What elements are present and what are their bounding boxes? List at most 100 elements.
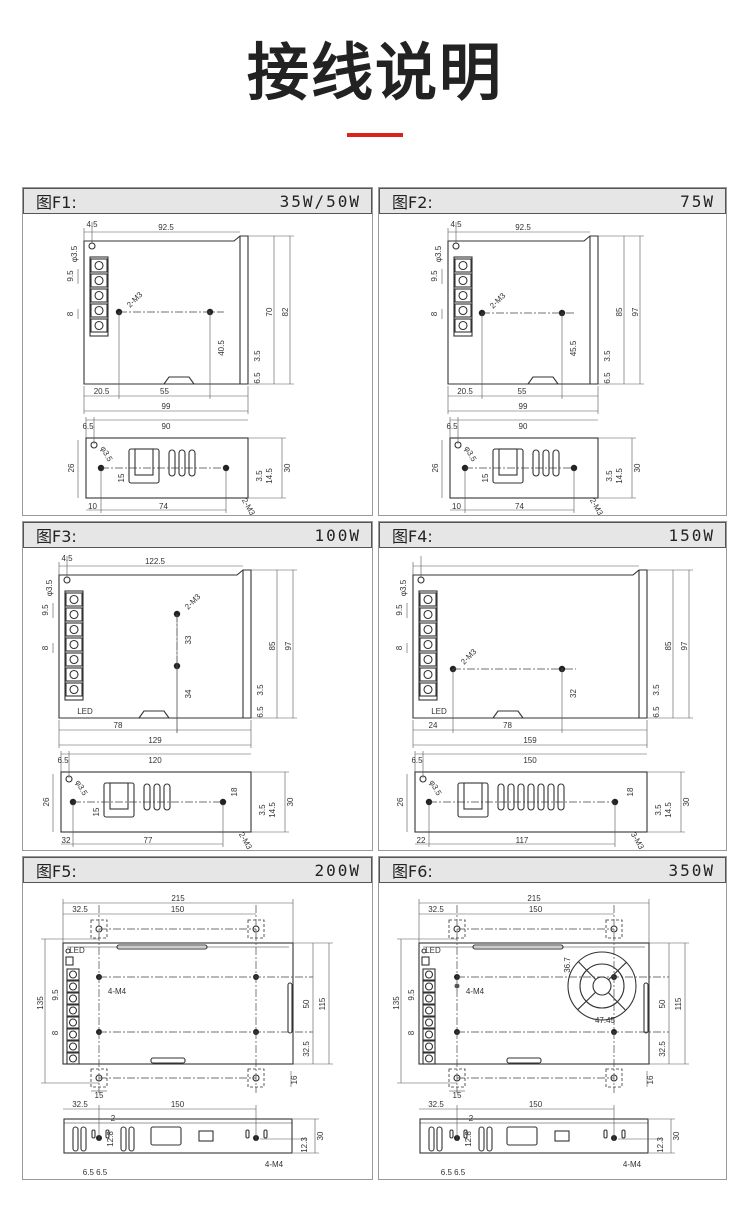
terminal-screw: [454, 258, 472, 273]
dimension-label: 78: [503, 721, 512, 730]
terminal-screw: [419, 682, 437, 697]
screw-icon: [458, 290, 468, 301]
screw-icon: [68, 1018, 78, 1027]
dimension-label: 9.5: [41, 604, 50, 616]
small-slot: [245, 1129, 250, 1139]
terminal-screw: [422, 980, 436, 993]
led-window: [554, 1130, 570, 1142]
dimension-label: 4-M4: [108, 987, 127, 996]
terminal-screw: [422, 1028, 436, 1041]
dimension-label: 12.8: [464, 1131, 473, 1147]
dimension-label: 3.5: [603, 350, 612, 362]
dimension-label: 32: [62, 836, 71, 845]
dimension-label: 6.5: [411, 756, 423, 765]
small-slot: [603, 1129, 608, 1139]
vent-slot: [517, 783, 525, 811]
dimension-label: 4.5: [61, 554, 73, 563]
dimension-label: LED: [431, 707, 447, 716]
dimension-label: 9.5: [66, 270, 75, 282]
dimension-label: 92.5: [158, 223, 174, 232]
screw-icon: [94, 305, 104, 316]
dimension-label: 40.5: [217, 340, 226, 356]
dimension-label: 90: [519, 422, 528, 431]
dimension-label: 32.5: [302, 1041, 311, 1057]
small-slot: [263, 1129, 268, 1139]
vent-slot: [188, 449, 196, 477]
terminal-screw: [454, 318, 472, 333]
wattage-label: 150W: [668, 525, 715, 545]
screw-icon: [423, 684, 433, 695]
vent-slot: [178, 449, 186, 477]
vent-slot: [168, 449, 176, 477]
dimension-label: 6.5 6.5: [83, 1168, 108, 1177]
vent-slot: [120, 1126, 127, 1152]
dimension-label: 3.5: [652, 684, 661, 696]
screw-icon: [424, 970, 434, 979]
vent-slot: [537, 783, 545, 811]
dimension-label: 92.5: [515, 223, 531, 232]
dimension-label: 8: [51, 1030, 60, 1035]
dimension-label: φ3.5: [462, 444, 478, 463]
top-view: [77, 222, 294, 513]
dimension-label: 9.5: [51, 989, 60, 1001]
dimension-label: 30: [283, 463, 292, 472]
dimension-label: 10: [88, 502, 97, 511]
bottom-ridge: [150, 1057, 186, 1064]
terminal-screw: [65, 622, 83, 637]
screw-icon: [69, 609, 79, 620]
dimension-label: 6.5: [256, 706, 265, 718]
terminal-screw: [66, 968, 80, 981]
foot-bracket: [138, 710, 170, 719]
terminal-screw: [419, 637, 437, 652]
terminal-screw: [90, 303, 108, 318]
vent-slot: [72, 1126, 79, 1152]
terminal-screw: [90, 273, 108, 288]
dimension-label: 150: [529, 905, 543, 914]
vent-slot: [507, 783, 515, 811]
vent-slot: [486, 1126, 493, 1152]
dimension-label: 4-M4: [466, 987, 485, 996]
dimension-label: 55: [518, 387, 527, 396]
screw-icon: [68, 982, 78, 991]
dimension-label: 215: [171, 894, 185, 903]
dimension-label: 135: [392, 996, 401, 1010]
dimension-label: 2-M3: [125, 290, 145, 310]
small-slot: [105, 1129, 110, 1139]
screw-icon: [424, 994, 434, 1003]
dimension-label: 55: [160, 387, 169, 396]
top-view: [41, 899, 333, 1154]
screw-icon: [423, 594, 433, 605]
title-underline: [347, 133, 403, 137]
dimension-label: 2-M3: [488, 291, 508, 311]
led-window: [198, 1130, 214, 1142]
foot-bracket: [527, 376, 559, 385]
dimension-label: 4.5: [450, 220, 462, 229]
screw-icon: [94, 320, 104, 331]
terminal-screw: [66, 1016, 80, 1029]
vent-slot: [153, 783, 161, 811]
page-title: 接线说明: [246, 36, 503, 109]
terminal-screw: [65, 652, 83, 667]
dimension-label: 129: [148, 736, 162, 745]
dimension-label: LED: [77, 707, 93, 716]
terminal-screw: [419, 607, 437, 622]
fan-spoke: [577, 991, 596, 1011]
vent-slot: [542, 449, 550, 477]
dimension-label: 30: [316, 1131, 325, 1140]
switch: [65, 956, 74, 966]
vent-slot: [128, 1126, 135, 1152]
screw-icon: [69, 594, 79, 605]
dimension-label: 3.5: [255, 470, 264, 482]
dimension-label: 150: [171, 905, 185, 914]
dimension-label: 2-M3: [183, 592, 203, 612]
dimension-label: 15: [453, 1091, 462, 1100]
dimension-label: 30: [682, 797, 691, 806]
panel-header: 图F5:200W: [23, 857, 372, 883]
top-ridge: [116, 944, 208, 950]
wattage-label: 200W: [314, 860, 361, 880]
wattage-label: 100W: [314, 525, 361, 545]
screw-icon: [458, 305, 468, 316]
dimension-label: 30: [672, 1131, 681, 1140]
